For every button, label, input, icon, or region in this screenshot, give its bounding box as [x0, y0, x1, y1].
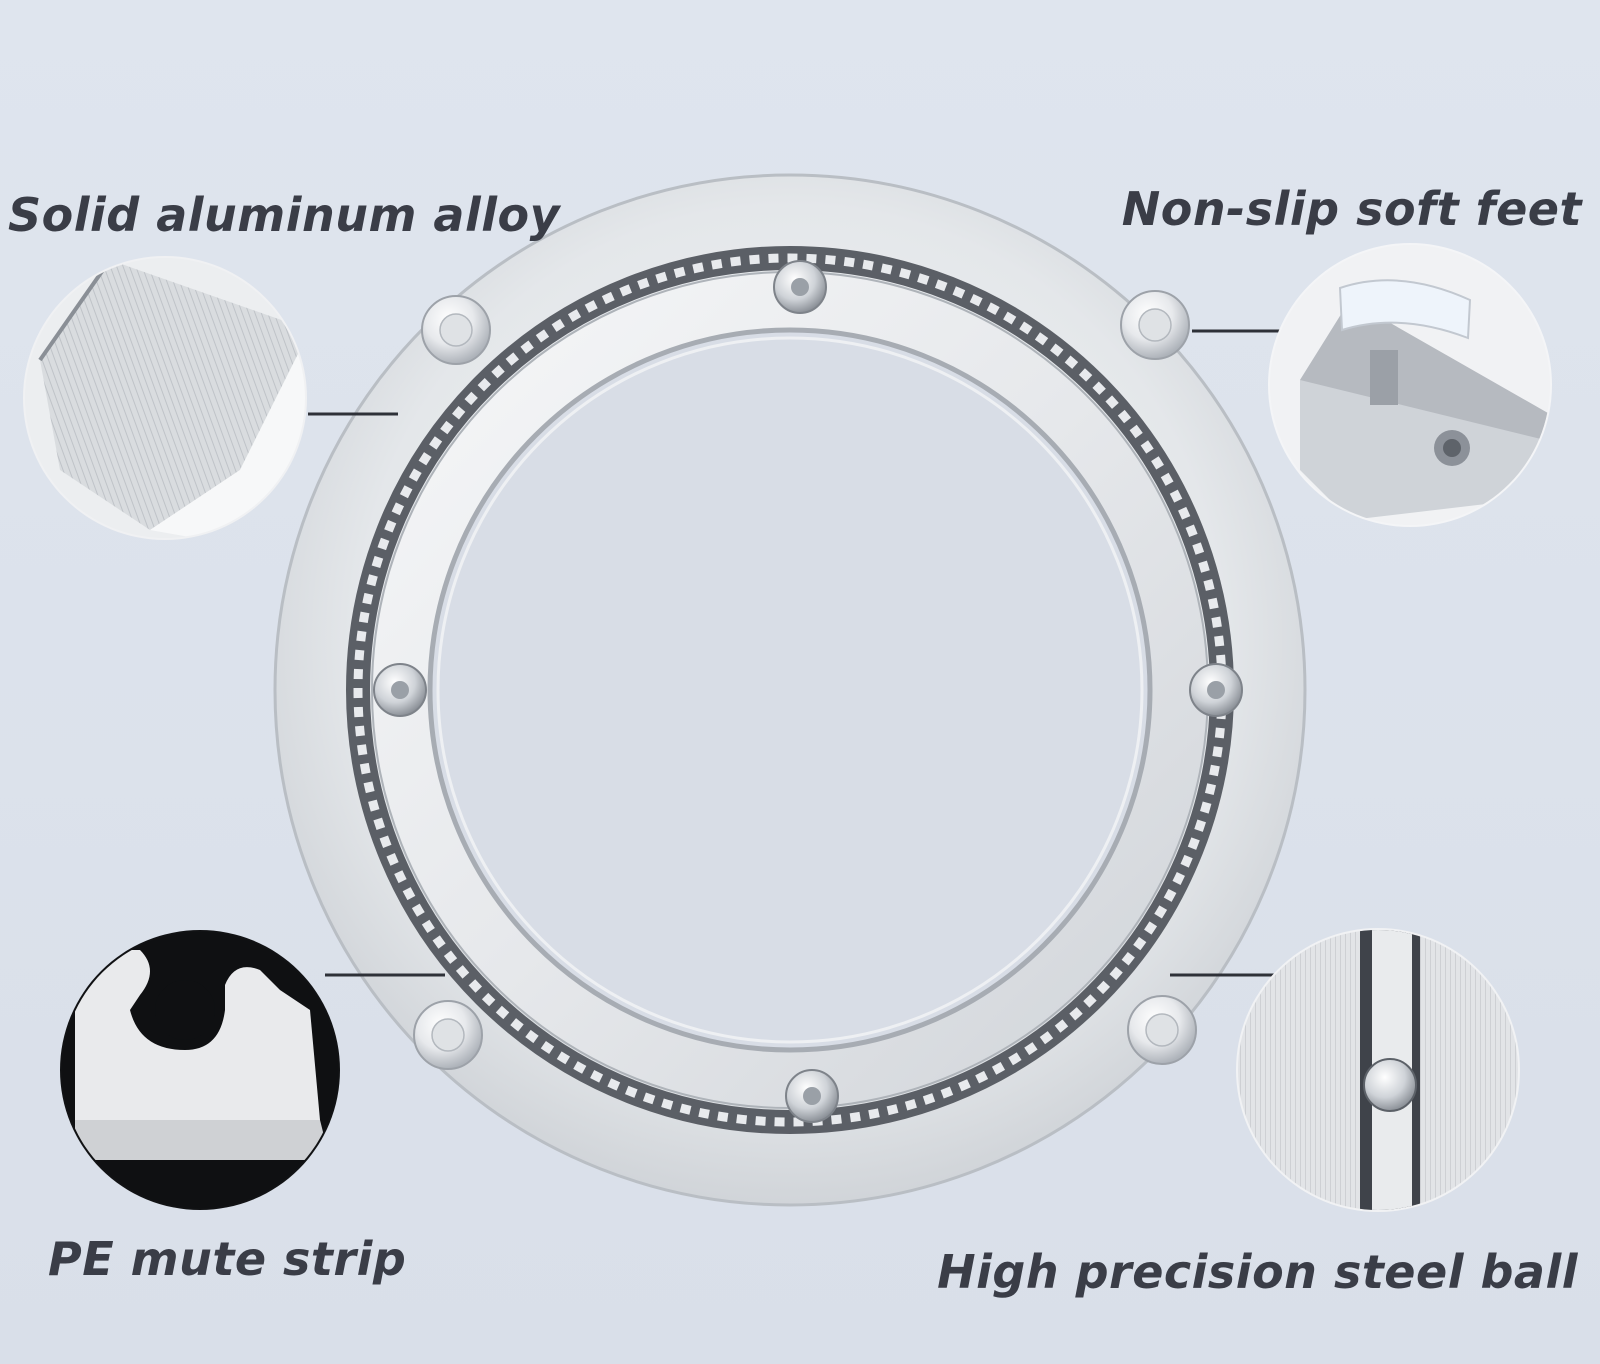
screw-icon [1189, 663, 1243, 717]
screws [373, 260, 1243, 1123]
foot-icon [421, 295, 491, 365]
label-pe-mute-strip: PE mute strip [48, 1232, 407, 1286]
foot-icon [413, 1000, 483, 1070]
center-opening [427, 327, 1153, 1053]
label-solid-aluminum-alloy: Solid aluminum alloy [8, 188, 561, 242]
label-non-slip-soft-feet: Non-slip soft feet [1121, 182, 1582, 236]
pe-strip-detail-icon [60, 930, 340, 1210]
screw-icon [373, 663, 427, 717]
screw-icon [773, 260, 827, 314]
label-high-precision-steel-ball: High precision steel ball [937, 1245, 1578, 1299]
foot-icon [1120, 290, 1190, 360]
foot-icon [1127, 995, 1197, 1065]
screw-icon [785, 1069, 839, 1123]
feet [413, 290, 1197, 1070]
steel-ball-detail-icon [1236, 928, 1520, 1212]
brushed-aluminum-detail-icon [23, 256, 307, 540]
rubber-foot-detail-icon [1268, 243, 1552, 527]
bearing-ring [273, 173, 1307, 1207]
